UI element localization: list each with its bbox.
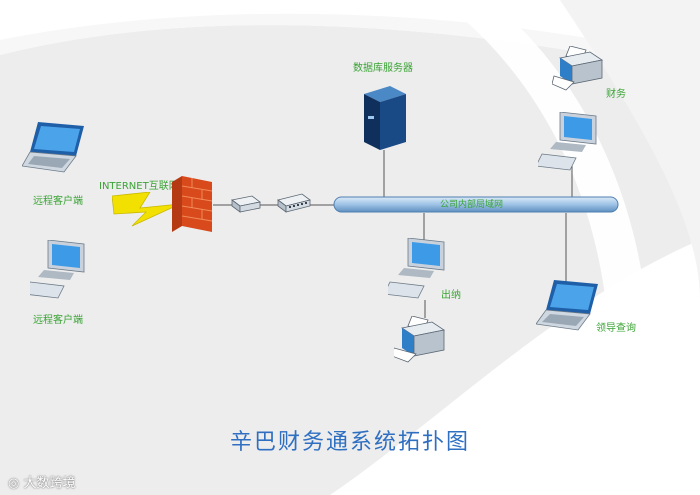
switch-icon <box>277 193 311 213</box>
lan-bus-label: 公司内部局域网 <box>440 200 504 210</box>
finance-label: 财务 <box>606 89 626 100</box>
watermark-logo-icon: ◎ <box>8 476 24 491</box>
cashier-label: 出纳 <box>441 290 461 301</box>
lightning-icon <box>112 192 181 227</box>
watermark-text: 大数跨境 <box>23 476 76 491</box>
router-icon <box>231 195 261 213</box>
desktop-icon <box>30 240 85 299</box>
firewall-icon <box>172 176 213 232</box>
internet-label: INTERNET互联网 <box>99 181 179 192</box>
db-server-label: 数据库服务器 <box>353 63 413 74</box>
laptop-icon <box>22 122 84 173</box>
remote-client-label-2: 远程客户端 <box>33 315 83 326</box>
remote-laptop-1 <box>22 122 84 173</box>
desktop-icon <box>388 238 445 299</box>
diagram-title: 辛巴财务通系统拓扑图 <box>229 430 470 455</box>
remote-client-label-1: 远程客户端 <box>33 196 83 207</box>
printer-icon <box>552 46 604 91</box>
desktop-icon <box>538 112 597 171</box>
watermark: ◎ 大数跨境 <box>8 472 76 491</box>
remote-desktop <box>30 240 85 299</box>
laptop-icon <box>536 280 598 331</box>
printer-icon <box>394 316 446 363</box>
server-icon <box>364 86 406 150</box>
lan-bus <box>333 196 619 213</box>
leader-query-label: 领导查询 <box>596 323 636 334</box>
